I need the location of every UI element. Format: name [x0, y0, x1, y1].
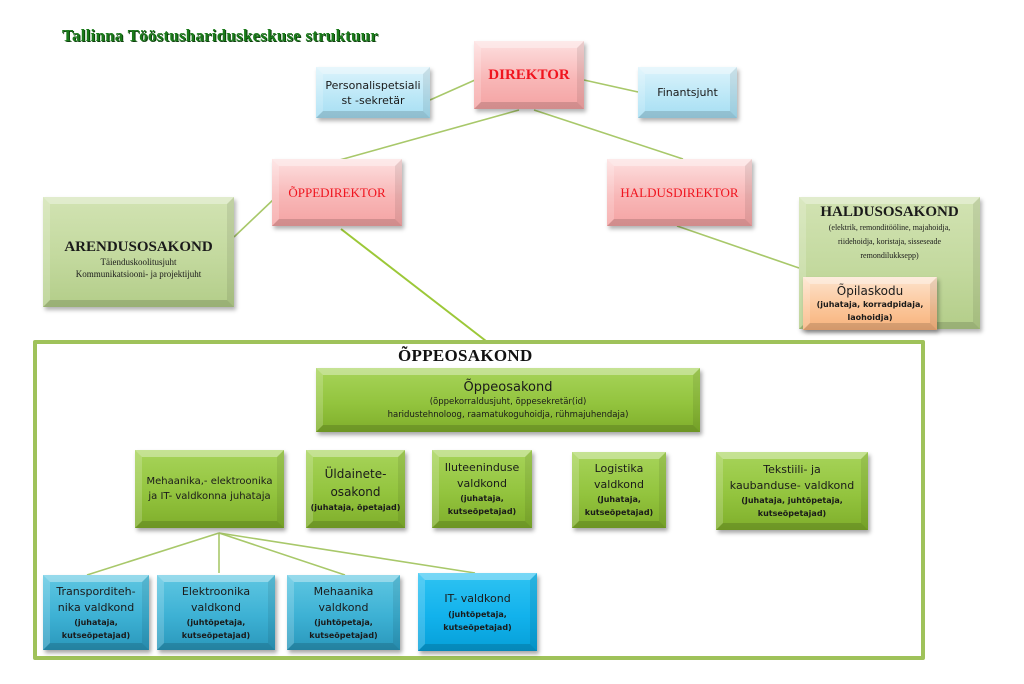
subdepartment-electronics: Elektroonika valdkond (juhtõpetaja, kuts… — [157, 575, 275, 650]
development-dept-box: ARENDUSOSAKOND Täienduskoolitusjuht Komm… — [43, 197, 234, 307]
hr-specialist-line-2: st -sekretär — [341, 93, 405, 107]
department-textile-trade: Tekstiili- ja kaubanduse- valdkond (Juha… — [716, 452, 868, 530]
admin-dept-title: HALDUSOSAKOND — [820, 204, 959, 220]
department-title-line: valdkond — [594, 478, 644, 491]
department-title-line: ja IT- valdkonna juhataja — [148, 491, 271, 502]
admin-director-label: HALDUSDIREKTOR — [620, 184, 739, 200]
dormitory-line-2: laohoidja) — [847, 312, 893, 322]
department-detail-line: (Juhataja, juhtõpetaja, — [741, 496, 843, 505]
development-dept-line-2: Kommunikatsiooni- ja projektijuht — [75, 268, 202, 279]
connector-study-development — [233, 197, 276, 238]
development-dept-line-1: Täienduskoolitusjuht — [100, 256, 177, 267]
dormitory-box: Õpilaskodu (juhataja, korradpidaja, laoh… — [803, 277, 937, 330]
subdepartment-detail-line: (juhtõpetaja, — [186, 617, 246, 627]
subdepartment-detail-line: kutseõpetajad) — [443, 623, 512, 632]
subdepartment-mechanics: Mehaanika valdkond (juhtõpetaja, kutseõp… — [287, 575, 400, 650]
subdepartment-detail-line: kutseõpetajad) — [181, 630, 251, 640]
subdepartment-title-line: Mehaanika — [313, 584, 374, 598]
department-title-line: Üldainete- — [324, 466, 387, 481]
department-title-line: Mehaanika,- elektroonika — [146, 476, 273, 487]
study-director-box: ÕPPEDIREKTOR — [272, 159, 402, 226]
study-section-heading: ÕPPEOSAKOND — [398, 346, 533, 365]
study-main-title: Õppeosakond — [463, 379, 553, 395]
subdepartment-detail-line: (juhtõpetaja, — [448, 610, 507, 619]
department-title-line: Tekstiili- ja — [763, 463, 821, 476]
department-title-line: kaubanduse- valdkond — [729, 479, 855, 492]
director-label: DIREKTOR — [488, 66, 570, 83]
department-title-line: valdkond — [457, 477, 507, 490]
study-main-line-1: (õppekorraldusjuht, õppesekretär(id) — [429, 396, 587, 407]
subdepartment-title-line: Transporditeh- — [56, 584, 136, 598]
department-detail-line: (juhataja, — [460, 494, 504, 503]
subdepartment-detail-line: (juhtõpetaja, — [314, 617, 373, 627]
subdepartment-detail-line: kutseõpetajad) — [61, 630, 131, 640]
hr-specialist-line-1: Personalispetsiali — [325, 78, 421, 92]
study-section-frame — [33, 340, 925, 660]
subdepartment-title-line: valdkond — [318, 600, 369, 614]
department-detail-line: kutseõpetajad) — [584, 508, 654, 517]
study-main-line-2: haridustehnoloog, raamatukoguhoidja, rüh… — [387, 409, 629, 420]
hr-specialist-box: Personalispetsiali st -sekretär — [316, 67, 430, 118]
department-beauty-services: Iluteeninduse valdkond (juhataja, kutseõ… — [432, 450, 532, 528]
admin-director-box: HALDUSDIREKTOR — [607, 159, 752, 226]
connector-director-hr — [429, 79, 476, 101]
director-box: DIREKTOR — [474, 41, 584, 109]
department-logistics: Logistika valdkond (Juhataja, kutseõpeta… — [572, 452, 666, 528]
study-director-label: ÕPPEDIREKTOR — [288, 184, 386, 200]
chart-title: Tallinna Tööstushariduskeskuse struktuur — [62, 26, 379, 45]
connector-admin-dept — [676, 225, 800, 269]
department-general-subjects: Üldainete- osakond (juhataja, õpetajad) — [306, 450, 405, 528]
dormitory-line-1: (juhataja, korradpidaja, — [816, 299, 924, 309]
department-detail-line: (juhataja, õpetajad) — [310, 502, 401, 512]
department-detail-line: (Juhataja, — [597, 495, 641, 504]
department-title-line: Logistika — [594, 462, 644, 475]
subdepartment-it: IT- valdkond (juhtõpetaja, kutseõpetajad… — [418, 573, 537, 651]
department-detail-line: kutseõpetajad) — [447, 507, 517, 516]
subdepartment-title-line: nika valdkond — [57, 600, 135, 614]
finance-label: Finantsjuht — [657, 86, 718, 99]
admin-dept-line-1: (elektrik, remonditööline, majahoidja, — [828, 223, 951, 232]
connector-study-section — [340, 228, 487, 342]
department-title-line: osakond — [330, 484, 381, 499]
subdepartment-title-line: valdkond — [191, 600, 241, 614]
finance-box: Finantsjuht — [638, 67, 737, 118]
development-dept-title: ARENDUSOSAKOND — [64, 238, 213, 255]
admin-dept-line-2: riidehoidja, koristaja, sisseseade — [837, 237, 942, 246]
dormitory-title: Õpilaskodu — [836, 283, 904, 298]
connector-director-finance — [583, 79, 639, 93]
department-detail-line: kutseõpetajad) — [757, 509, 827, 518]
subdepartment-transport: Transporditeh- nika valdkond (juhataja, … — [43, 575, 149, 650]
subdepartment-detail-line: (juhataja, — [74, 617, 118, 627]
admin-dept-line-3: remondilukksepp) — [860, 251, 919, 260]
subdepartment-title-line: IT- valdkond — [444, 592, 511, 605]
subdepartment-title-line: Elektroonika — [181, 584, 251, 598]
study-main-box: Õppeosakond (õppekorraldusjuht, õppesekr… — [316, 368, 700, 432]
department-mechanics-electronics-it: Mehaanika,- elektroonika ja IT- valdkonn… — [135, 450, 284, 528]
subdepartment-detail-line: kutseõpetajad) — [309, 630, 378, 640]
department-title-line: Iluteeninduse — [444, 461, 520, 474]
